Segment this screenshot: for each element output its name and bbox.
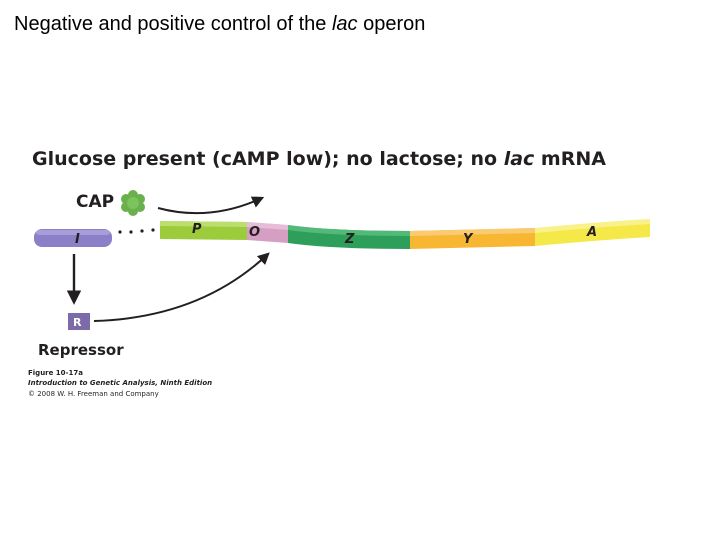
cap-protein-icon — [121, 190, 145, 216]
diagram-heading: Glucose present (cAMP low); no lactose; … — [32, 148, 606, 170]
repressor-label: Repressor — [38, 341, 124, 359]
repressor-box-label: R — [73, 316, 82, 329]
slide-title-prefix: Negative and positive control of the — [14, 13, 332, 35]
slide-title-suffix: operon — [357, 13, 426, 35]
figure-copyright: © 2008 W. H. Freeman and Company — [28, 390, 159, 398]
slide-title-italic: lac — [331, 13, 358, 35]
i-gene-label: I — [75, 232, 80, 247]
figure-book-title: Introduction to Genetic Analysis, Ninth … — [28, 379, 212, 387]
slide-title: Negative and positive control of the lac… — [14, 13, 425, 36]
z-gene-label: Z — [344, 232, 355, 247]
heading-part2: mRNA — [534, 148, 606, 170]
promoter-label: P — [192, 222, 202, 237]
figure-number: Figure 10-17a — [28, 369, 83, 377]
cap-arrow — [157, 196, 265, 215]
heading-part1: Glucose present (cAMP low); no lactose; … — [32, 148, 504, 170]
y-gene-label: Y — [463, 232, 474, 247]
operator-label: O — [249, 225, 260, 240]
cap-label: CAP — [76, 192, 114, 212]
a-gene-label: A — [586, 225, 597, 240]
dotted-connector — [118, 228, 155, 234]
repressor-to-operator-arrow — [93, 252, 270, 322]
heading-italic: lac — [504, 148, 535, 170]
repressor-box — [68, 313, 90, 330]
